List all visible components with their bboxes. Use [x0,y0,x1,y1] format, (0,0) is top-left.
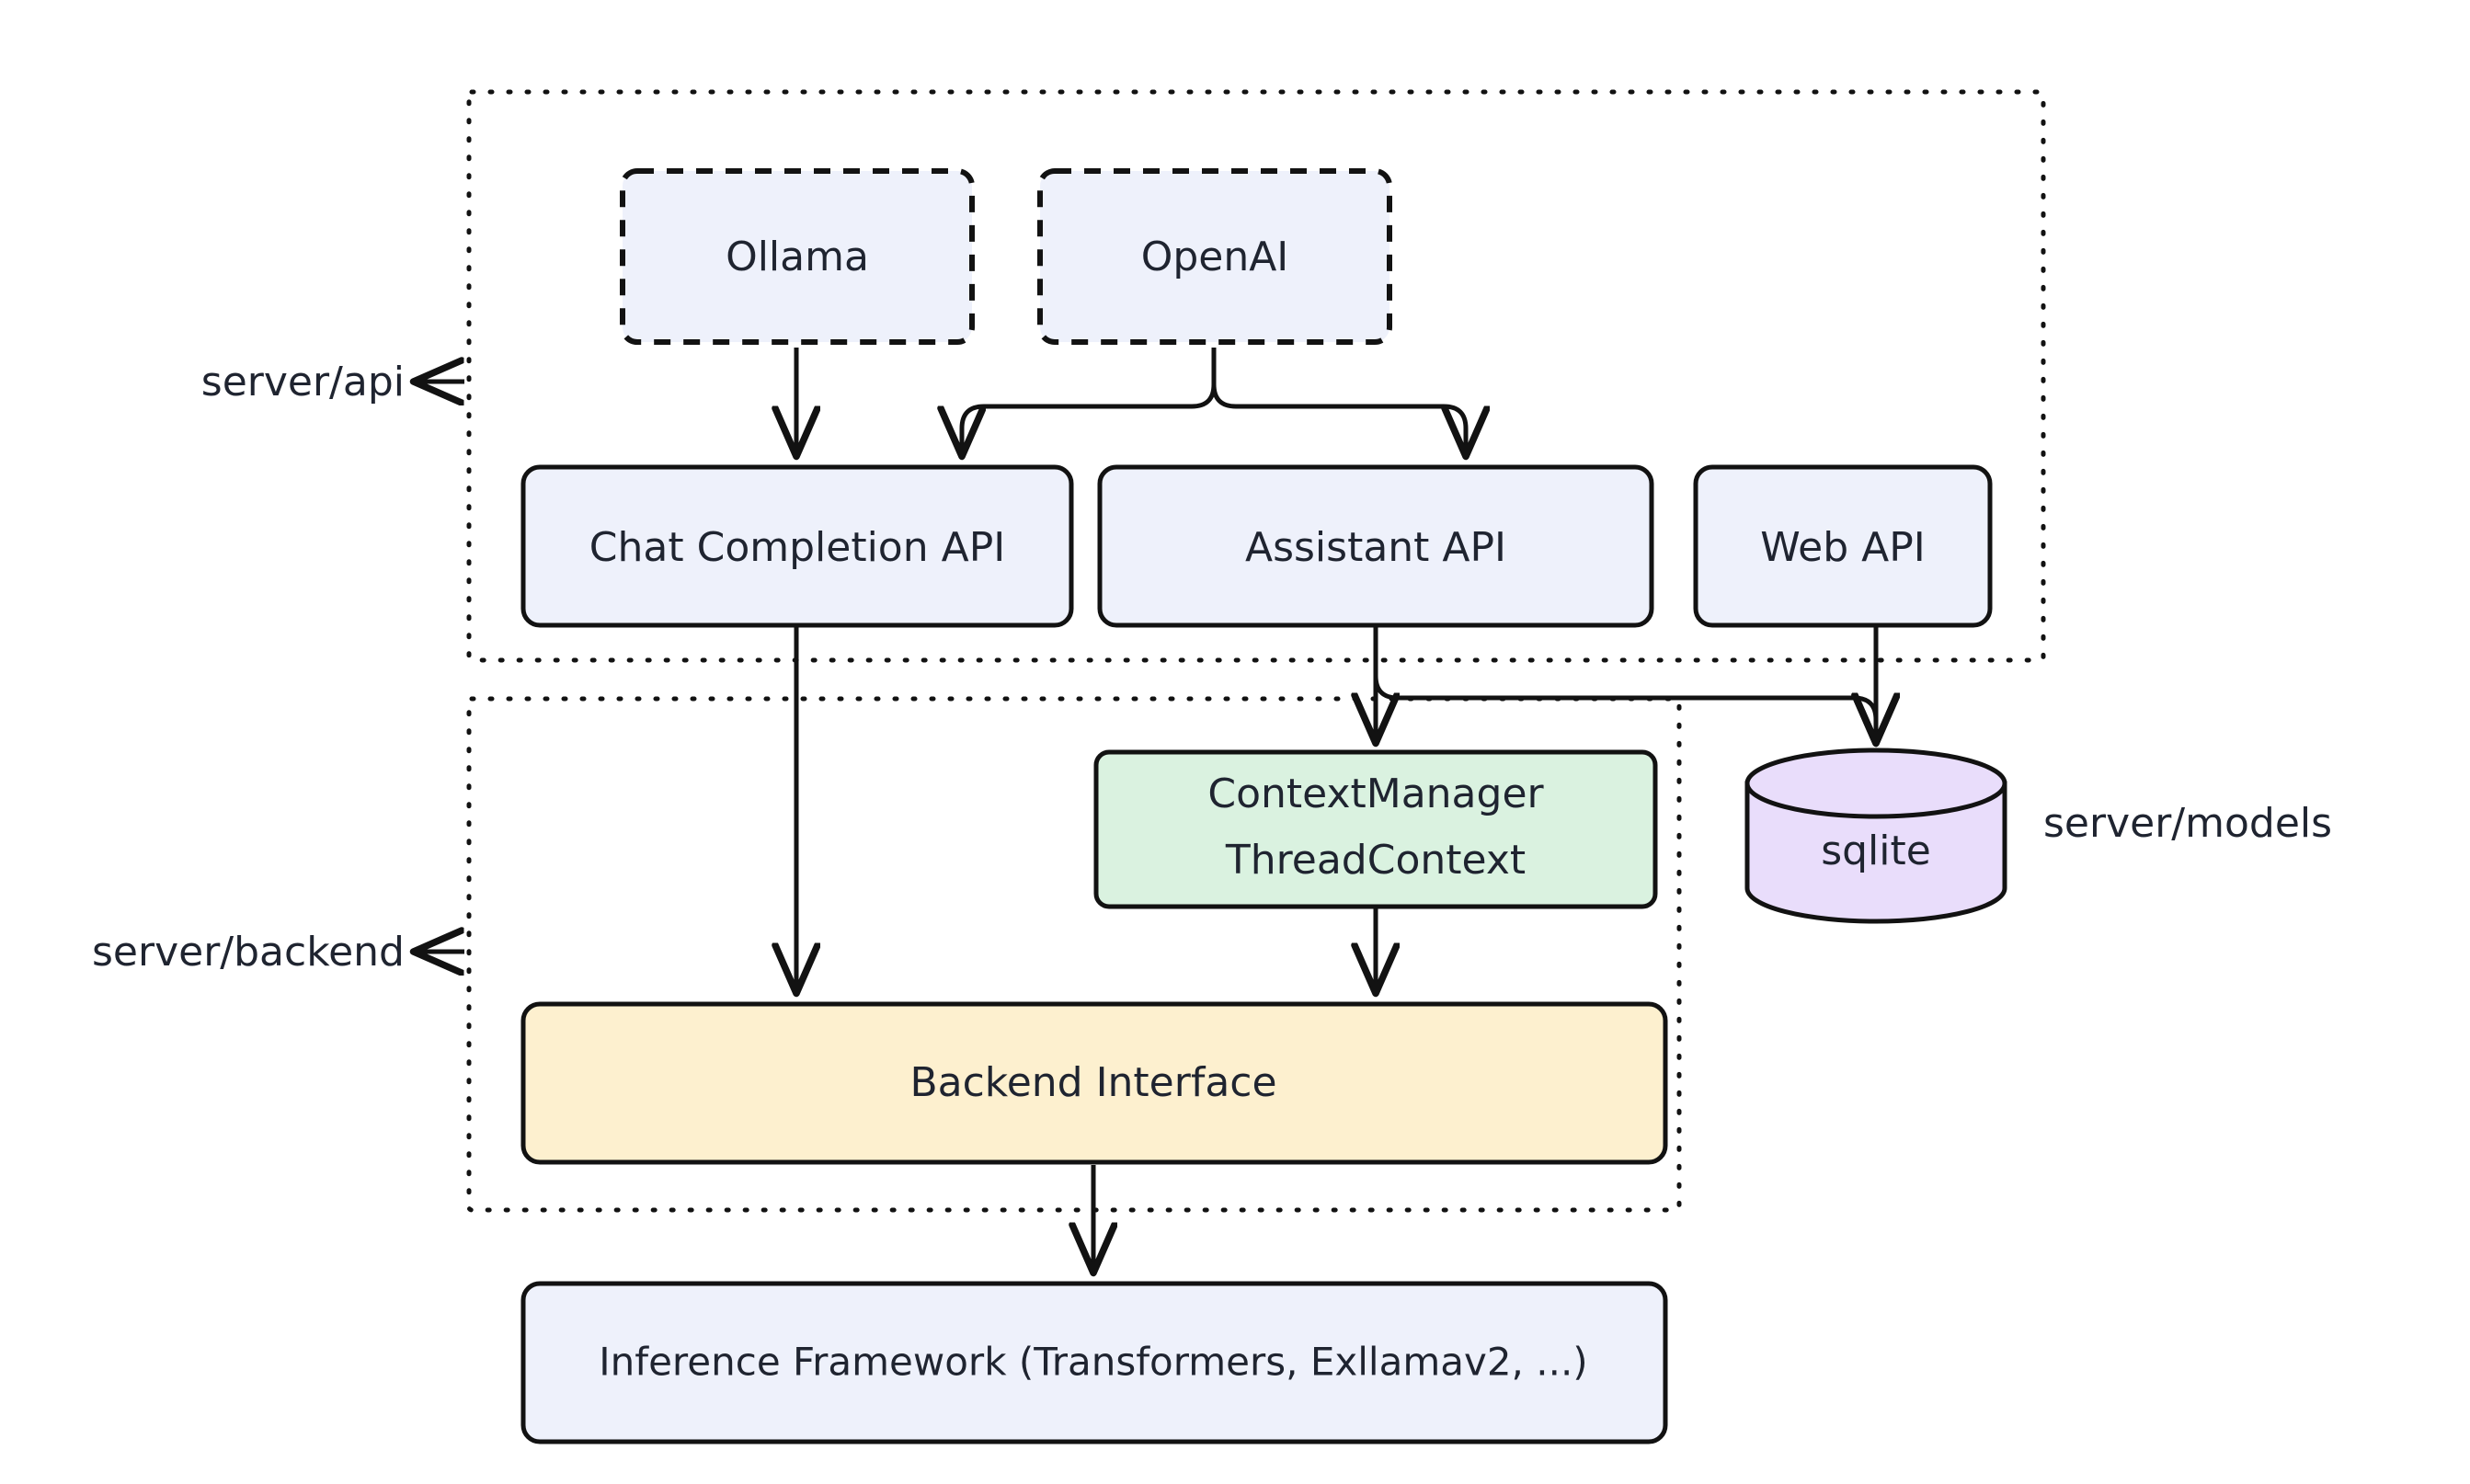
node-ollama[interactable]: Ollama [620,168,975,345]
node-backend-interface-shape [520,1001,1668,1165]
node-assistant-api-label: Assistant API [1245,524,1506,571]
node-sqlite-body [1744,781,2007,924]
node-assistant-api[interactable]: Assistant API [1097,464,1654,628]
node-backend-interface-label: Backend Interface [909,1059,1276,1106]
node-context-manager-label-line2: ThreadContext [1225,837,1526,884]
node-sqlite-top [1744,748,2007,819]
group-label-server-backend: server/backend [92,929,405,976]
node-backend-interface[interactable]: Backend Interface [520,1001,1668,1165]
cluster-server-api [466,89,2046,663]
node-context-manager[interactable]: ContextManager ThreadContext [1093,749,1658,909]
node-web-api-label: Web API [1760,524,1926,571]
node-chat-completion-api-shape [520,464,1074,628]
edge-assistant-api-to-sqlite [1373,626,1876,741]
node-openai-label: OpenAI [1141,234,1289,280]
node-chat-completion-api[interactable]: Chat Completion API [520,464,1074,628]
node-web-api-shape [1693,464,1993,628]
node-context-manager-label-line1: ContextManager [1207,771,1544,817]
node-sqlite-label: sqlite [1821,828,1931,874]
node-inference-framework[interactable]: Inference Framework (Transformers, Exlla… [520,1281,1668,1444]
group-label-server-models: server/models [2043,800,2332,847]
node-inference-framework-shape [520,1281,1668,1444]
node-ollama-label: Ollama [726,234,869,280]
node-openai-shape [1037,168,1392,345]
node-chat-completion-api-label: Chat Completion API [589,524,1005,571]
node-sqlite[interactable]: sqlite [1744,748,2007,924]
node-openai[interactable]: OpenAI [1037,168,1392,345]
cluster-server-backend [466,696,1682,1213]
group-label-server-api: server/api [201,359,405,405]
node-web-api[interactable]: Web API [1693,464,1993,628]
node-context-manager-shape [1093,749,1658,909]
node-ollama-shape [620,168,975,345]
node-assistant-api-shape [1097,464,1654,628]
node-inference-framework-label: Inference Framework (Transformers, Exlla… [599,1340,1587,1385]
edge-openai-to-assistant-api [1211,348,1466,454]
edge-openai-to-chat-api [962,348,1217,454]
